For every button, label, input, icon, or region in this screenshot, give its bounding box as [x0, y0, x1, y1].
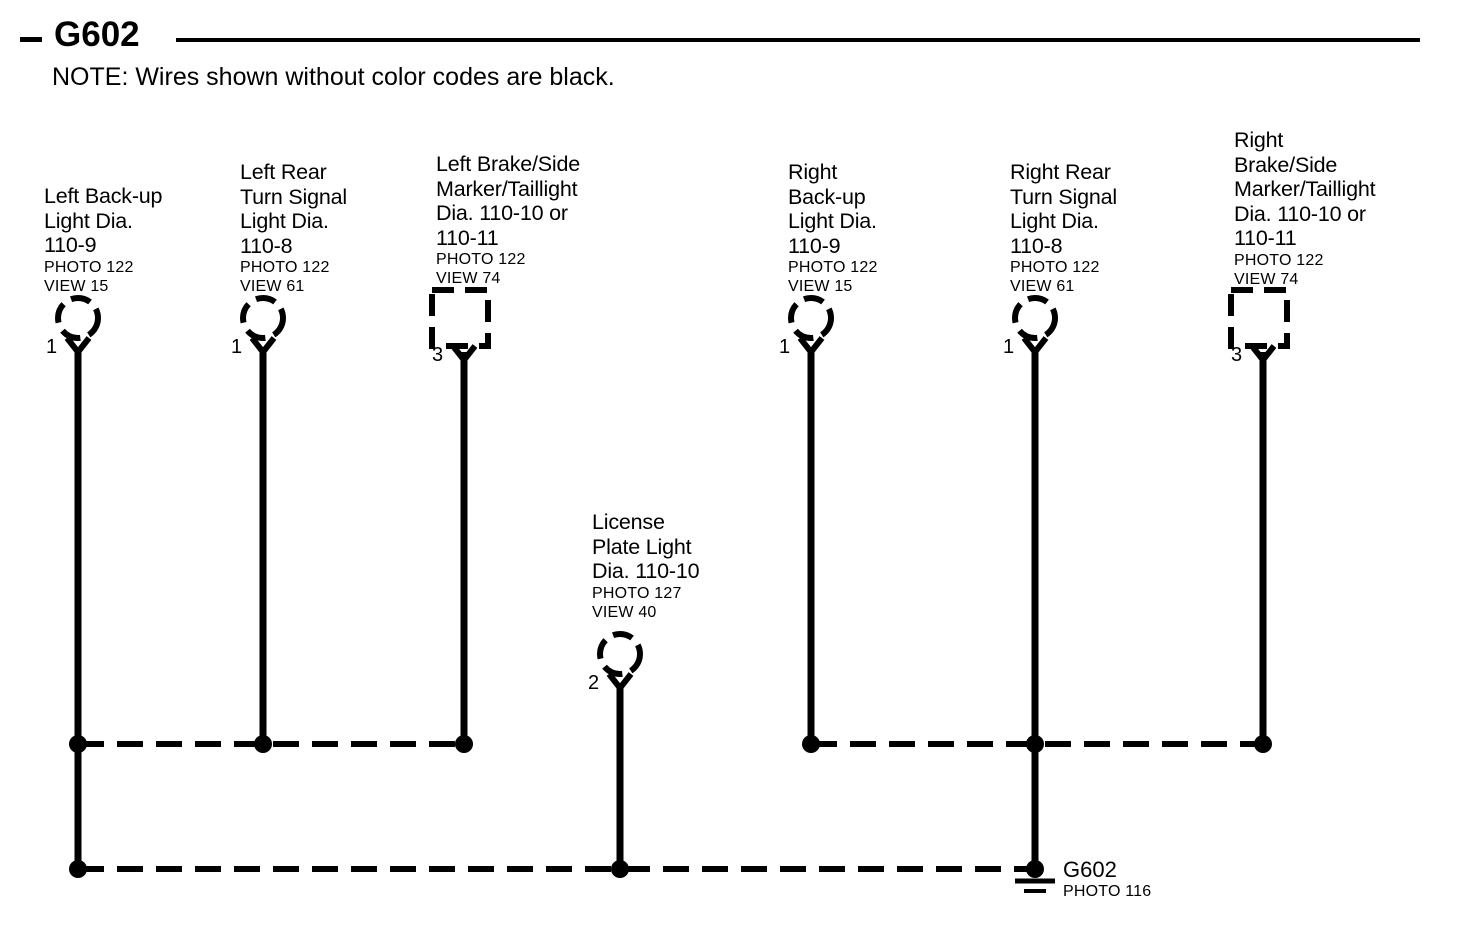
component-name-line: License [592, 510, 665, 534]
pin-number-license-plate-light: 2 [588, 672, 600, 694]
component-view-ref: VIEW 40 [592, 603, 657, 621]
title-leading-dash [20, 37, 42, 42]
component-name-line: 110-11 [436, 225, 499, 250]
connector-symbol-license-plate-light[interactable] [597, 631, 643, 700]
connector-symbol-left-rear-turn-signal-light[interactable] [240, 295, 286, 364]
component-name-line: Light Dia. [788, 209, 877, 233]
junction-dot [254, 735, 272, 753]
ground-icon [1015, 878, 1055, 893]
component-name-line: Plate Light [592, 534, 692, 559]
title-rule [176, 38, 1420, 42]
pin-number-right-rear-turn-signal-light: 1 [1003, 336, 1015, 358]
component-view-ref: VIEW 61 [1010, 278, 1075, 295]
junction-dot [69, 860, 87, 878]
junction-dot [1026, 735, 1044, 753]
component-name-line: Right Rear [1010, 160, 1111, 184]
component-photo-ref: PHOTO 127 [592, 584, 682, 602]
component-name-line: Dia. 110-10 [592, 559, 700, 583]
component-name-line: Turn Signal [1010, 184, 1117, 209]
component-name-line: Marker/Taillight [436, 176, 578, 201]
ground-name: G602 [1063, 857, 1117, 882]
component-photo-ref: PHOTO 122 [1234, 251, 1324, 269]
component-name-line: Right [788, 160, 838, 184]
component-view-ref: VIEW 74 [436, 270, 501, 287]
pin-number-left-back-up-light: 1 [46, 336, 58, 358]
connector-square-outline [1228, 287, 1290, 349]
component-photo-ref: PHOTO 122 [1010, 259, 1100, 276]
component-name-line: 110-9 [44, 233, 97, 257]
component-name-line: Left Rear [240, 160, 327, 184]
component-name-line: Left Brake/Side [436, 152, 581, 176]
junction-dot [611, 860, 629, 878]
diagram-header: G602 [0, 8, 1472, 54]
junction-dot [1026, 860, 1044, 878]
connector-circle-outline [240, 295, 286, 341]
component-view-ref: VIEW 15 [788, 278, 853, 295]
connector-symbol-layer [55, 287, 1290, 893]
connector-circle-outline [55, 295, 101, 341]
component-name-line: Back-up [788, 184, 866, 209]
connector-circle-outline [788, 295, 834, 341]
component-name-line: 110-9 [788, 233, 841, 258]
ground-photo: PHOTO 116 [1063, 883, 1152, 900]
pin-number-right-back-up-light: 1 [779, 336, 791, 358]
component-name-line: Turn Signal [240, 184, 347, 209]
connector-symbol-left-back-up-light[interactable] [55, 295, 101, 364]
junction-dot [802, 735, 820, 753]
junction-dot [1254, 735, 1272, 753]
component-name-line: Left Back-up [44, 184, 163, 208]
connector-symbol-left-brake-side-marker-taillight[interactable] [429, 287, 491, 372]
connector-symbol-right-brake-side-marker-taillight[interactable] [1228, 287, 1290, 372]
pin-number-right-brake-side-marker-taillight: 3 [1231, 344, 1243, 366]
component-photo-ref: PHOTO 122 [44, 258, 134, 276]
connector-square-outline [429, 287, 491, 349]
ground-label: G602 PHOTO 116 [1063, 857, 1151, 901]
note-text: NOTE: Wires shown without color codes ar… [52, 63, 615, 91]
component-name-line: 110-11 [1234, 226, 1297, 250]
component-view-ref: VIEW 15 [44, 277, 109, 295]
component-name-line: Right [1234, 128, 1284, 152]
connector-circle-outline [597, 631, 643, 677]
component-name-line: 110-8 [240, 233, 293, 258]
component-name-line: Brake/Side [1234, 152, 1338, 177]
page-title: G602 [54, 15, 140, 54]
connector-circle-outline [1012, 295, 1058, 341]
junction-dot [455, 735, 473, 753]
component-photo-ref: PHOTO 122 [436, 251, 526, 268]
wire-layer [69, 352, 1272, 878]
component-photo-ref: PHOTO 122 [240, 259, 330, 276]
component-name-line: Light Dia. [240, 209, 329, 233]
component-name-line: Dia. 110-10 or [436, 201, 568, 225]
component-name-line: 110-8 [1010, 233, 1063, 258]
component-view-ref: VIEW 61 [240, 278, 305, 295]
component-name-line: Light Dia. [1010, 209, 1099, 233]
pin-number-left-rear-turn-signal-light: 1 [231, 336, 243, 358]
junction-dot [69, 735, 87, 753]
connector-symbol-right-back-up-light[interactable] [788, 295, 834, 364]
component-name-line: Light Dia. [44, 208, 133, 233]
connector-symbol-right-rear-turn-signal-light[interactable] [1012, 295, 1058, 364]
component-view-ref: VIEW 74 [1234, 270, 1299, 288]
component-photo-ref: PHOTO 122 [788, 259, 878, 276]
component-name-line: Dia. 110-10 or [1234, 201, 1366, 226]
pin-number-left-brake-side-marker-taillight: 3 [432, 344, 444, 366]
component-name-line: Marker/Taillight [1234, 177, 1376, 201]
